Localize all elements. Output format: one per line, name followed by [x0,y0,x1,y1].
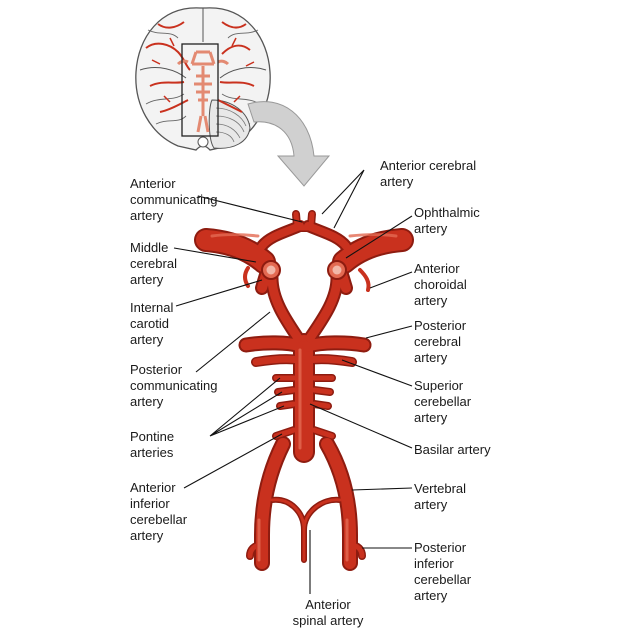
label-anterior-inferior-cerebellar-artery: Anterior inferior cerebellar artery [130,480,188,543]
label-posterior-inferior-cerebellar-artery: Posterior inferior cerebellar artery [414,540,472,603]
curved-arrow-icon [247,101,331,187]
label-basilar-artery: Basilar artery [414,442,491,457]
label-vertebral-artery: Vertebral artery [414,481,467,512]
label-posterior-cerebral-artery: Posterior cerebral artery [414,318,467,365]
label-anterior-cerebral-artery: Anterior cerebral artery [380,158,477,189]
label-anterior-communicating-artery: Anterior communicating artery [130,176,218,223]
label-anterior-choroidal-artery: Anterior choroidal artery [414,261,467,308]
label-superior-cerebellar-artery: Superior cerebellar artery [414,378,472,425]
arterial-circle [194,210,414,571]
label-anterior-spinal-artery: Anterior spinal artery [292,597,364,628]
brain-inferior-view-icon [135,7,271,151]
label-internal-carotid-artery: Internal carotid artery [130,300,174,347]
leader-lines [173,169,413,594]
label-posterior-communicating-artery: Posterior communicating artery [130,362,218,409]
label-middle-cerebral-artery: Middle cerebral artery [130,240,177,287]
label-pontine-arteries: Pontine arteries [130,429,175,460]
label-ophthalmic-artery: Ophthalmic artery [414,205,480,236]
